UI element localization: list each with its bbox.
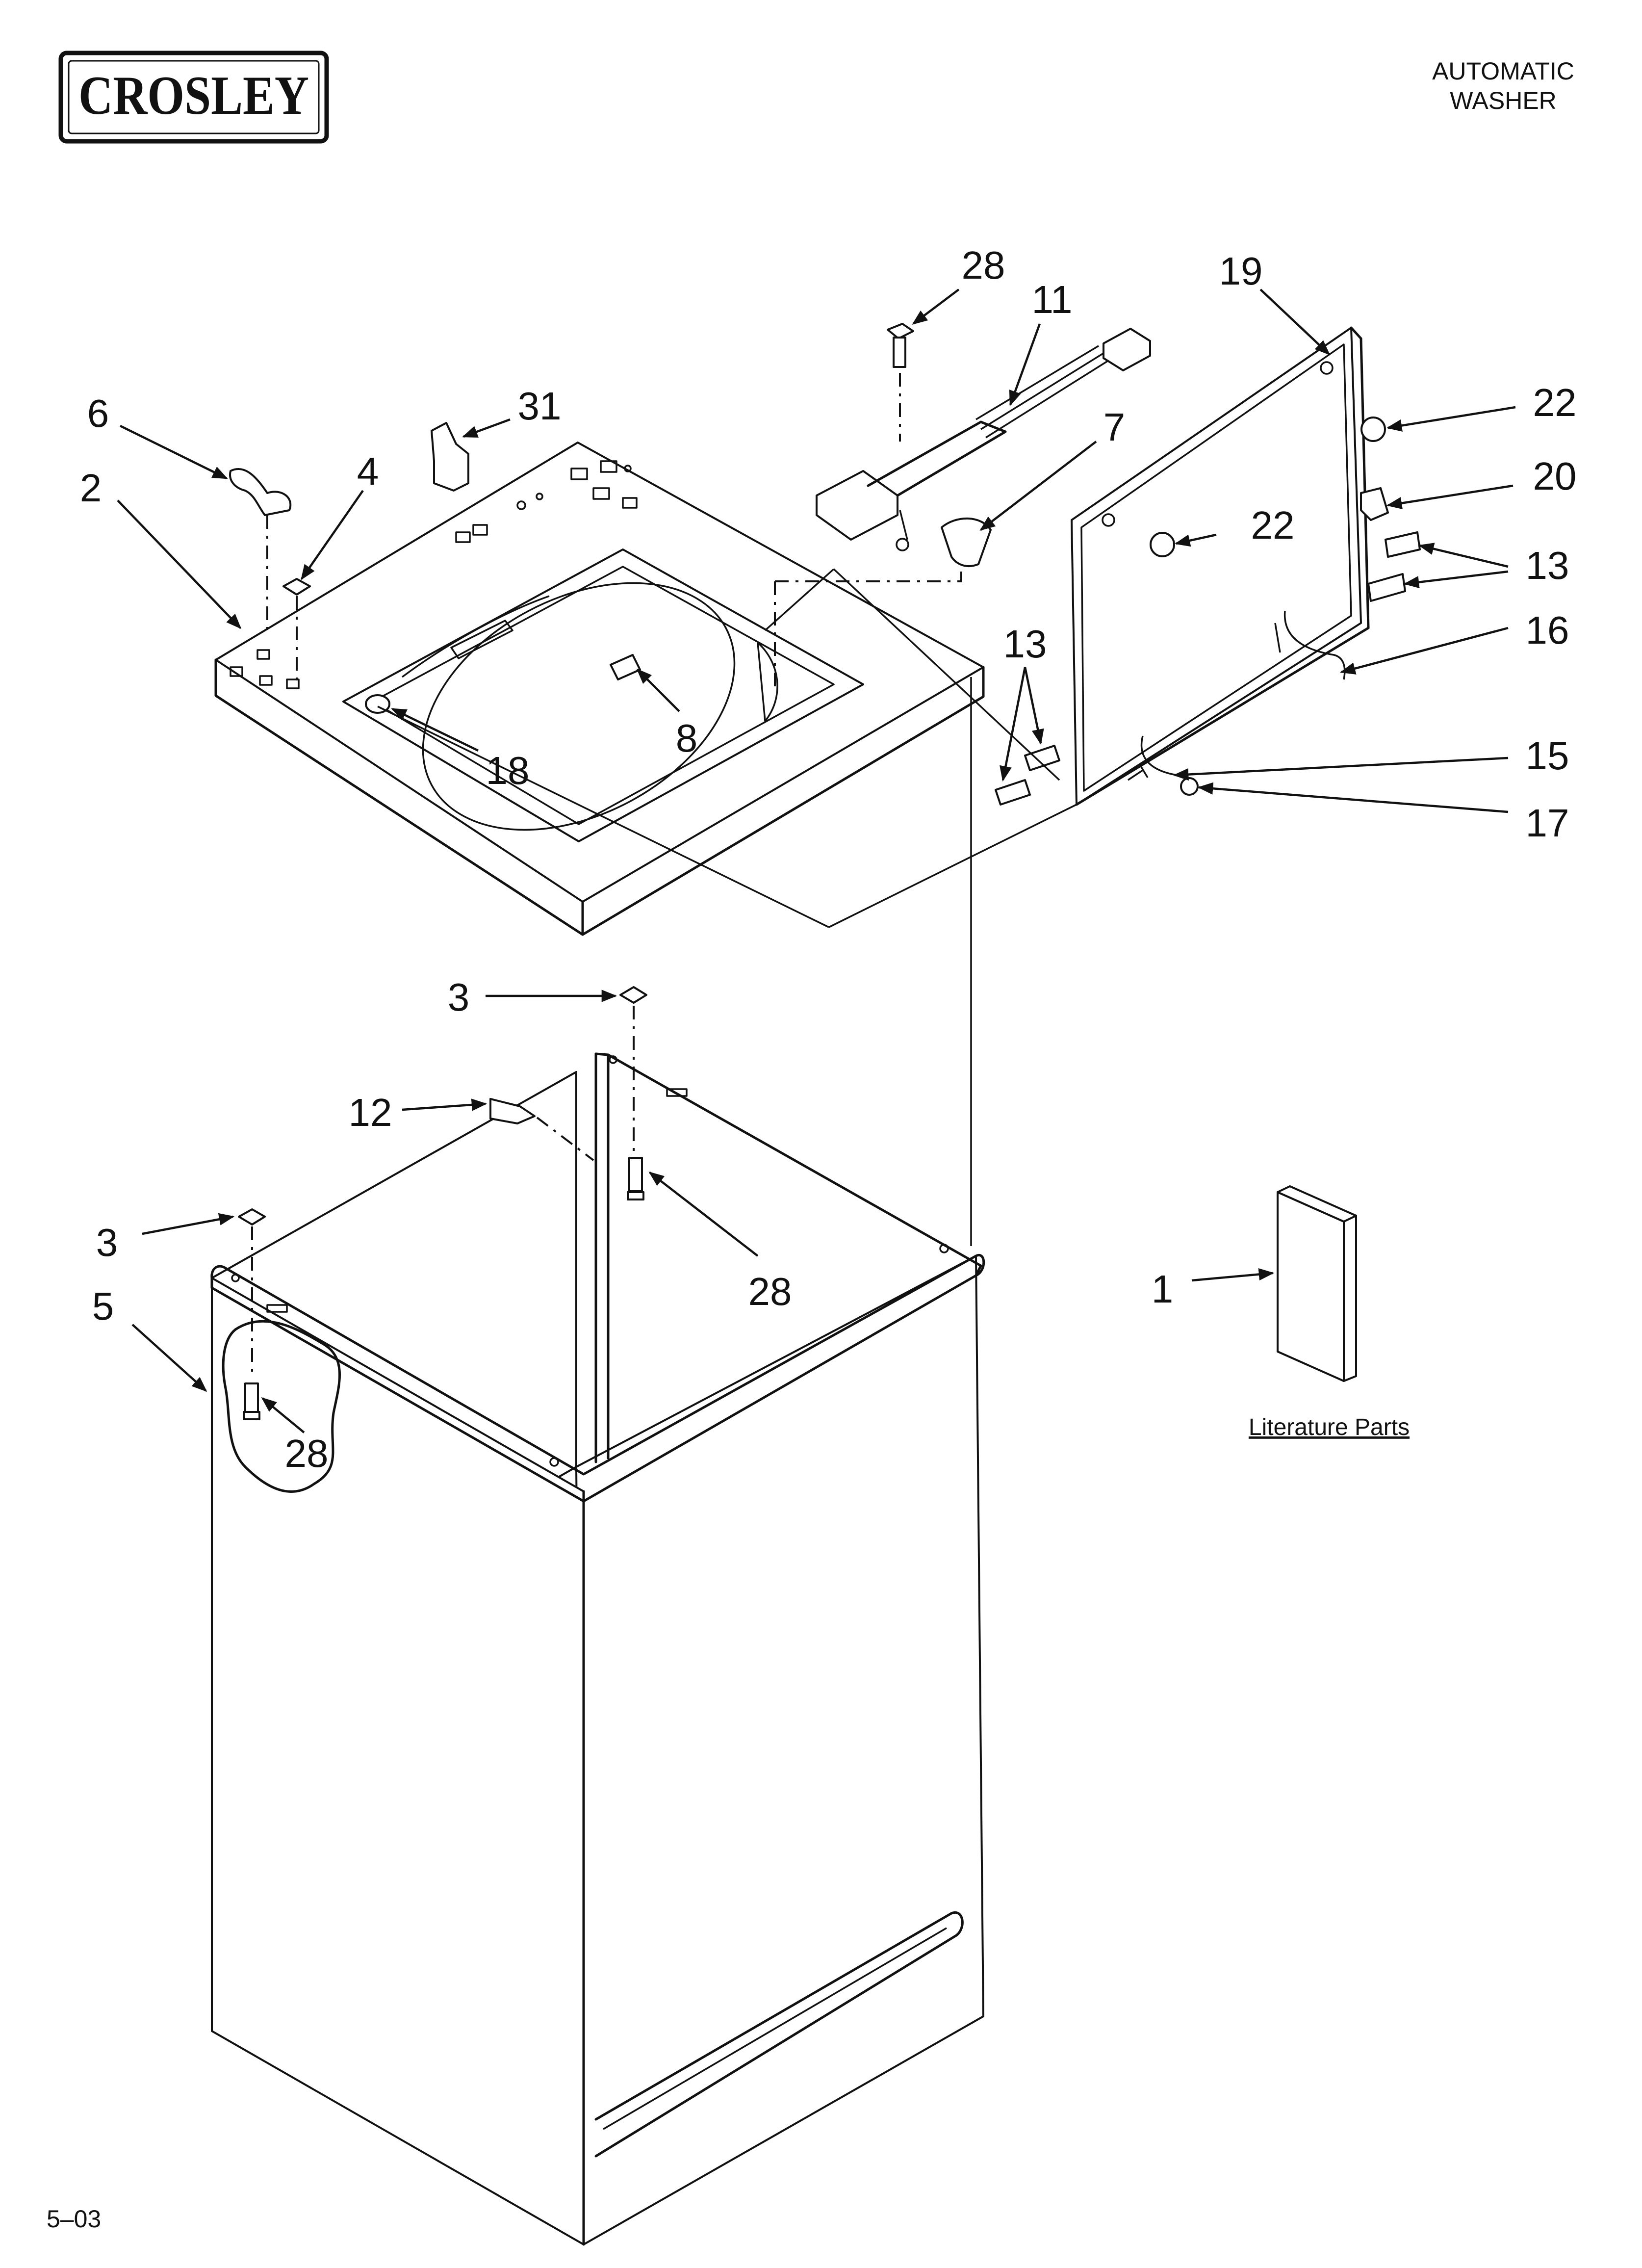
callout-4: 4 [357,449,379,493]
screws-part-13-right [1367,531,1421,602]
knob-part-22-mid [1150,532,1175,557]
callout-28-top: 28 [962,243,1005,287]
cutaway-view [222,1320,341,1493]
callout-13-left: 13 [1003,622,1047,666]
callout-3-top: 3 [448,975,470,1019]
screw-part-12 [489,1098,536,1124]
nut-part-3-top [619,986,647,1004]
callout-3-left: 3 [96,1221,118,1264]
callout-11: 11 [1031,278,1072,321]
callout-1: 1 [1152,1267,1174,1311]
callout-2: 2 [80,466,102,510]
callout-13-right: 13 [1526,544,1569,587]
assembly-lines [251,373,1077,1379]
screws-part-13-left [995,745,1060,806]
callout-12: 12 [349,1091,392,1134]
callout-5: 5 [92,1284,114,1328]
lid-switch-harness [816,328,1151,551]
crosley-logo: CROSLEY [58,51,329,144]
cabinet [210,1052,985,2246]
callout-15: 15 [1526,734,1569,778]
top-cover [214,442,985,936]
callout-8: 8 [676,716,698,760]
callout-28-low: 28 [285,1432,329,1475]
callout-labels: 28 11 19 6 31 22 4 2 7 20 22 13 16 13 8 … [80,243,1577,1475]
callout-22-mid: 22 [1251,503,1295,547]
callout-20: 20 [1533,454,1577,498]
callout-18: 18 [486,749,530,792]
clip-part-6 [229,468,292,516]
callout-22-right: 22 [1533,381,1577,424]
callout-arrows [117,288,1516,1434]
switch-part-20 [1360,487,1389,521]
callout-7: 7 [1103,405,1126,449]
callout-19: 19 [1219,249,1263,293]
nut-part-3-left [238,1208,266,1225]
callout-16: 16 [1526,608,1569,652]
screw-part-28-low [243,1382,260,1420]
header-line-automatic: AUTOMATIC [1432,57,1574,85]
callout-28-mid: 28 [748,1270,792,1313]
callout-6: 6 [87,391,109,435]
callout-31: 31 [518,384,562,428]
clip-part-31 [431,422,469,492]
header-line-washer: WASHER [1450,87,1557,114]
actuator-part-7 [941,517,992,567]
nut-part-4 [282,578,311,596]
console-panel [1071,326,1370,806]
screw-part-28-mid [627,1157,644,1200]
brand-name: CROSLEY [78,65,309,126]
knob-part-22-right [1360,417,1386,442]
page-code: 5–03 [47,2205,101,2233]
literature-parts-label: Literature Parts [1249,1414,1410,1440]
literature-book [1277,1185,1357,1382]
cap-part-17 [1180,777,1199,796]
callout-17: 17 [1526,801,1569,845]
screw-part-28-top [887,323,914,368]
